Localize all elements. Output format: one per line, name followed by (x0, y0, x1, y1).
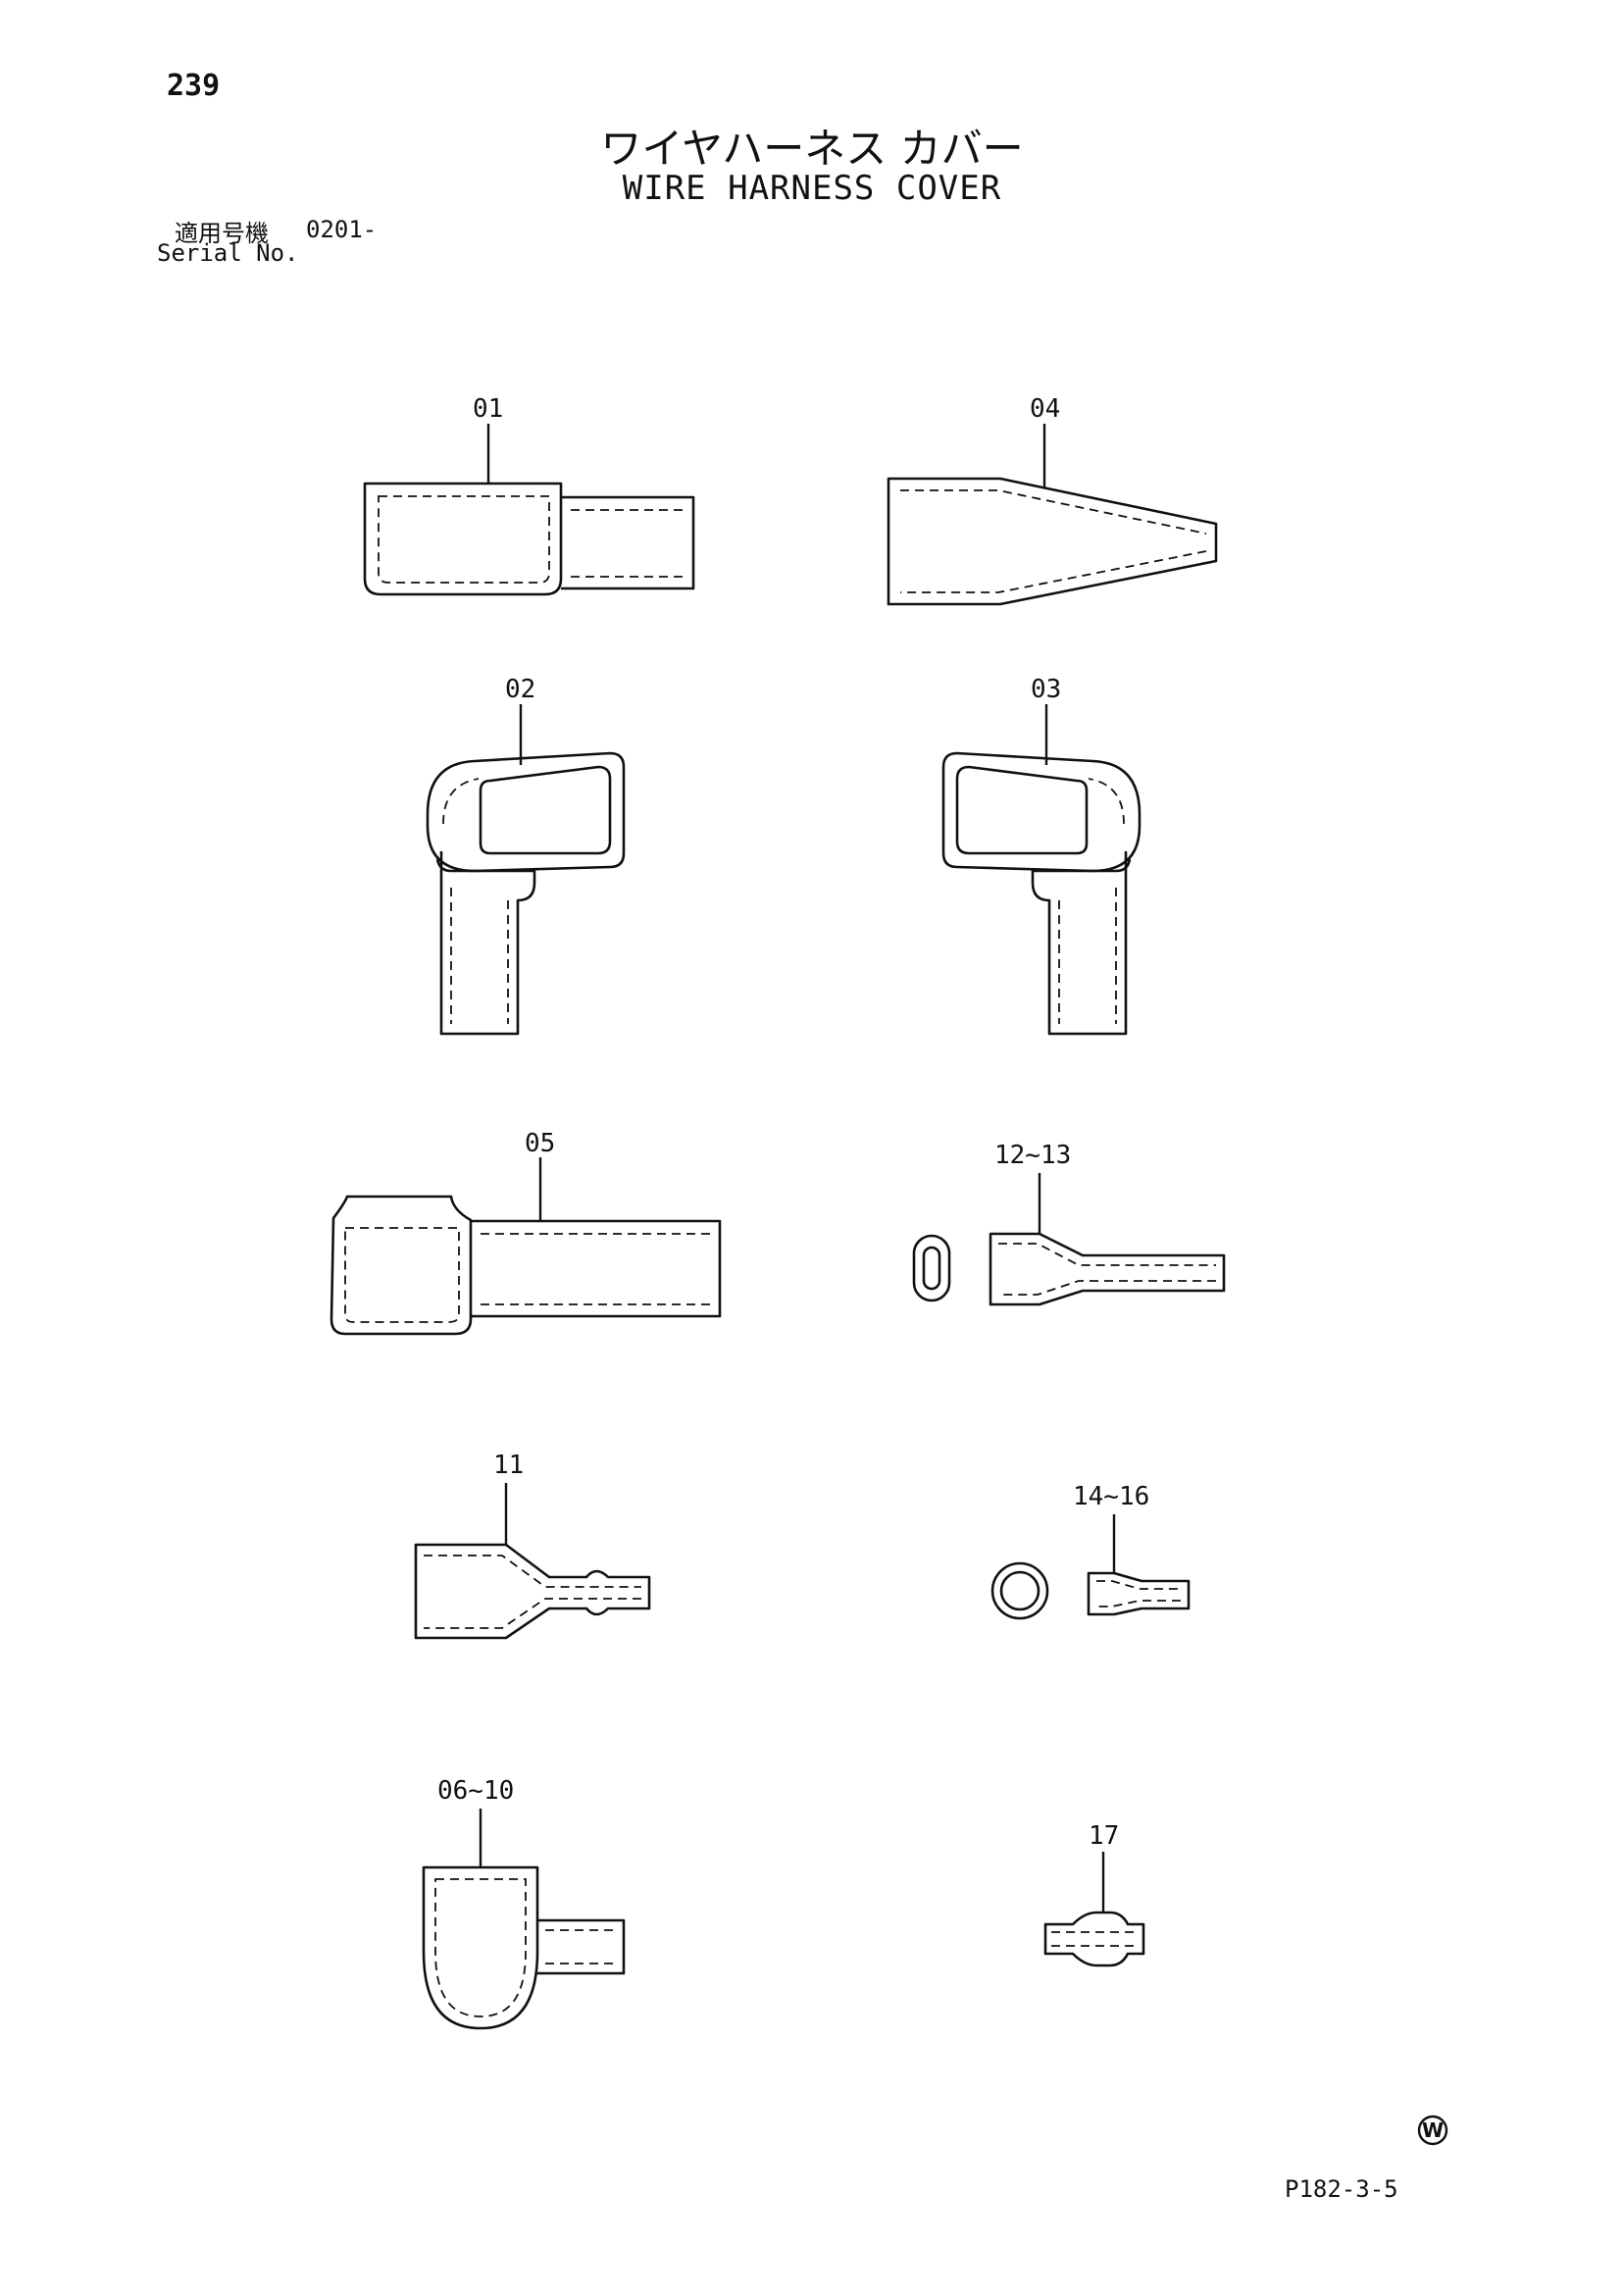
part-12-13-grommet: 12~13 (912, 1141, 1226, 1306)
part-05-cover: 05 (330, 1129, 722, 1336)
part-17-sleeve: 17 (1043, 1821, 1145, 1967)
callout-06-10: 06~10 (437, 1776, 514, 1806)
callout-05: 05 (525, 1129, 555, 1158)
title-japanese: ワイヤハーネス カバー (600, 125, 1024, 173)
callout-17: 17 (1089, 1821, 1119, 1851)
callout-14-16: 14~16 (1073, 1482, 1149, 1511)
callout-04: 04 (1030, 394, 1060, 424)
serial-label-english: Serial No. (157, 239, 299, 267)
callout-01: 01 (473, 394, 503, 424)
part-11-cover: 11 (414, 1451, 651, 1640)
serial-value: 0201- (306, 216, 378, 243)
callout-12-13: 12~13 (994, 1141, 1071, 1170)
page-number: 239 (167, 69, 221, 103)
watermark-logo: W (1417, 2115, 1448, 2146)
part-01-cover: 01 (363, 394, 695, 596)
document-code: P182-3-5 (1285, 2175, 1398, 2203)
part-03-elbow-cover: 03 (941, 675, 1142, 1036)
serial-label-japanese: 適用号機 (175, 220, 269, 247)
part-06-10-cover: 06~10 (422, 1776, 626, 2030)
part-04-tapered-cover: 04 (887, 394, 1218, 606)
callout-11: 11 (493, 1451, 524, 1480)
part-02-elbow-cover: 02 (426, 675, 626, 1036)
title-english: WIRE HARNESS COVER (622, 169, 1002, 208)
watermark-letter: W (1422, 2118, 1444, 2142)
callout-02: 02 (505, 675, 535, 704)
part-14-16-grommet: 14~16 (990, 1482, 1191, 1620)
callout-03: 03 (1031, 675, 1061, 704)
